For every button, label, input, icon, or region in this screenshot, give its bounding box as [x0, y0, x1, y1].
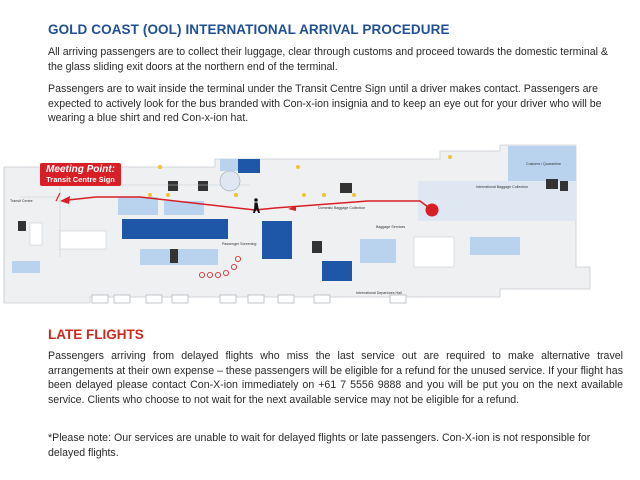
label-departures-hall: International Departures Hall — [356, 291, 402, 295]
label-customs: Customs / Quarantine — [526, 162, 561, 166]
terminal-map — [3, 144, 591, 304]
service-block-7 — [18, 221, 26, 231]
label-domestic-baggage: Domestic Baggage Collection — [318, 206, 366, 210]
service-block-3 — [198, 181, 208, 191]
lounge-area-1 — [118, 197, 158, 215]
white-block-1 — [29, 222, 43, 246]
white-block-3 — [413, 236, 455, 268]
service-block-1 — [312, 241, 322, 253]
late-flights-paragraph: Passengers arriving from delayed flights… — [48, 350, 623, 406]
start-point-marker — [425, 203, 439, 217]
building-block-3 — [322, 261, 352, 281]
lounge-area-6 — [360, 239, 396, 263]
service-block-2 — [168, 181, 178, 191]
disclaimer-paragraph: *Please note: Our services are unable to… — [48, 432, 591, 459]
service-block-6 — [170, 249, 178, 263]
waiting-paragraph: Passengers are to wait inside the termin… — [48, 83, 602, 125]
customs-area — [508, 146, 576, 182]
lounge-area-4 — [140, 249, 218, 265]
building-block-4 — [238, 159, 260, 173]
label-transit-centre: Transit Centre — [10, 199, 33, 203]
label-baggage-services: Baggage Services — [376, 225, 406, 229]
label-passenger-screening: Passenger Screening — [222, 242, 257, 246]
route-arrowhead — [60, 196, 70, 204]
label-international-baggage: International Baggage Collection — [476, 185, 528, 189]
meeting-point-title: Meeting Point: — [46, 164, 115, 175]
meeting-point-subtitle: Transit Centre Sign — [46, 175, 115, 184]
building-block-1 — [122, 219, 228, 239]
service-block-4 — [340, 183, 352, 193]
building-block-2 — [262, 221, 292, 259]
walking-route — [67, 196, 433, 211]
lounge-area-2 — [164, 201, 204, 215]
service-block-5 — [546, 179, 558, 189]
lounge-area-7 — [470, 237, 520, 255]
late-flights-heading: LATE FLIGHTS — [48, 327, 144, 342]
page-title: GOLD COAST (OOL) INTERNATIONAL ARRIVAL P… — [48, 22, 450, 37]
white-block-2 — [59, 230, 107, 250]
lounge-area-5 — [12, 261, 40, 273]
intro-paragraph: All arriving passengers are to collect t… — [48, 46, 608, 73]
meeting-point-sign: Meeting Point: Transit Centre Sign — [40, 163, 121, 186]
service-block-8 — [560, 181, 568, 191]
person-icon — [253, 198, 260, 213]
